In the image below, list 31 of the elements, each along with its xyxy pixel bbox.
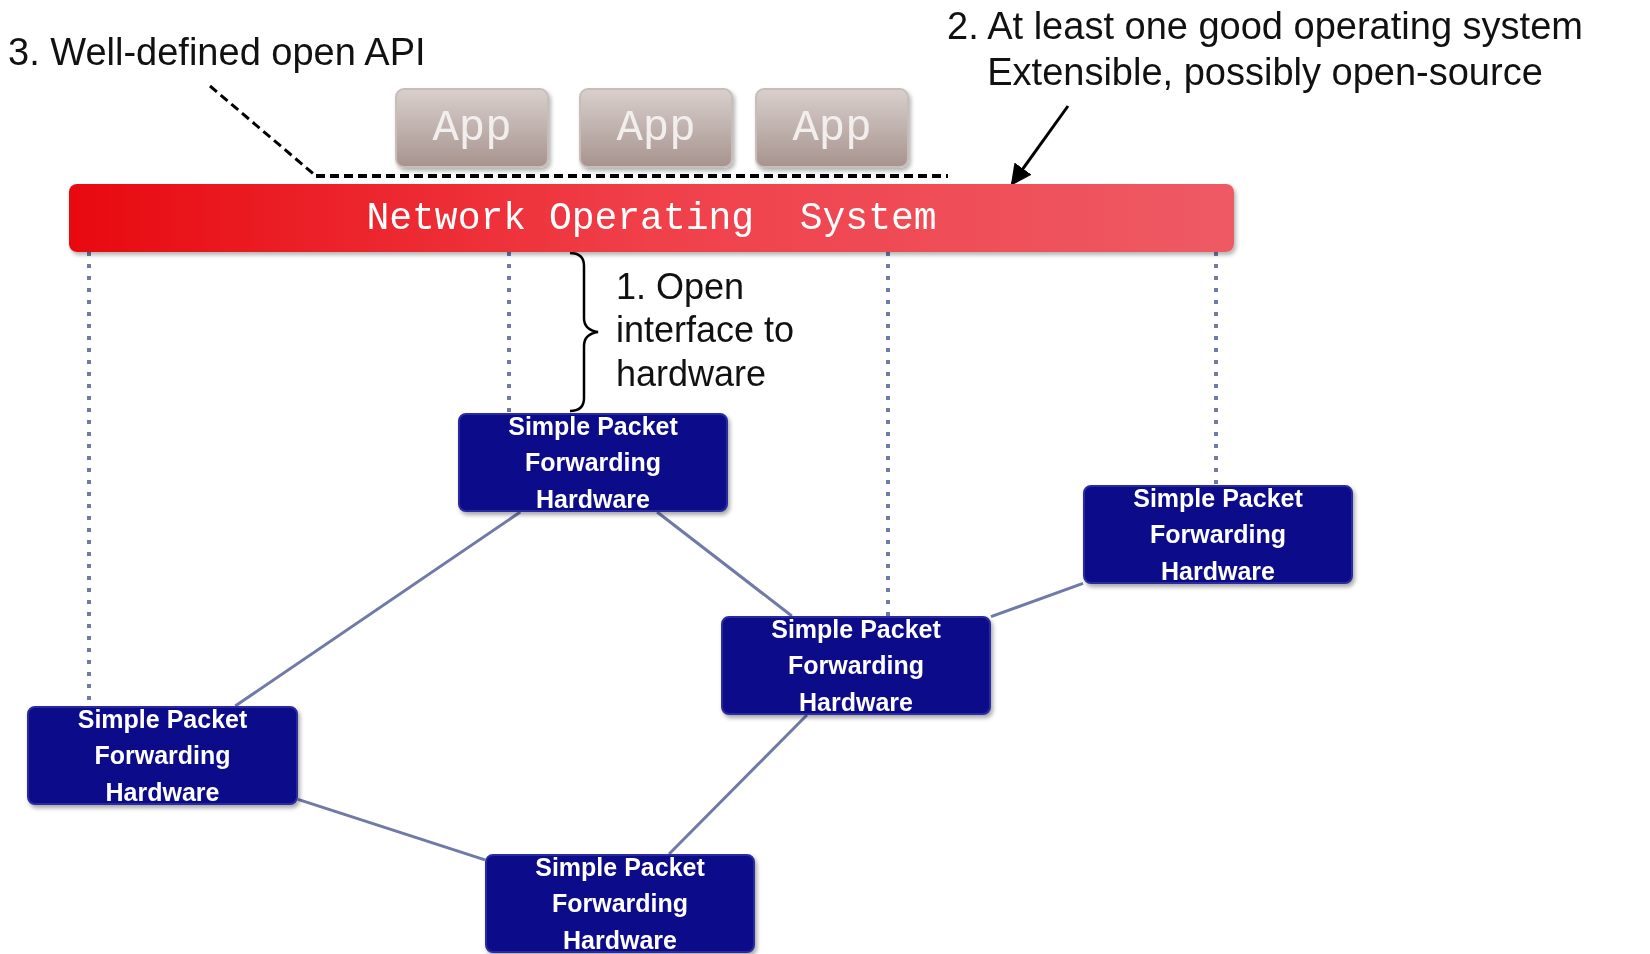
link-line <box>297 797 486 862</box>
operating-system-bar <box>69 184 1234 252</box>
box-label: App <box>432 103 512 153</box>
arrow <box>1010 105 1070 186</box>
os-note-detail: Extensible, possibly open-source <box>986 49 1544 95</box>
box-label: Simple Packet Forwarding Hardware <box>76 704 249 808</box>
box-label: Simple Packet Forwarding Hardware <box>534 852 706 954</box>
link-line <box>234 510 522 708</box>
link-line <box>668 713 808 856</box>
dotted-connector <box>507 252 511 413</box>
box-label: Simple Packet Forwarding Hardware <box>1132 483 1304 587</box>
hardware-box <box>27 706 298 805</box>
app-box <box>755 88 909 168</box>
api-note: 3. Well-defined open API <box>8 30 427 75</box>
hardware-box <box>458 413 728 512</box>
box-label: Simple Packet Forwarding Hardware <box>507 411 679 515</box>
hardware-box <box>485 854 755 953</box>
app-box <box>395 88 549 168</box>
box-label: App <box>616 103 696 153</box>
box-label: App <box>792 103 872 153</box>
os-note: 2. At least one good operating system <box>946 4 1584 49</box>
dotted-connector <box>886 252 890 616</box>
box-label: 1. Open interface to hardware <box>616 265 796 395</box>
box-label: Simple Packet Forwarding Hardware <box>770 614 942 718</box>
hardware-box <box>1083 485 1353 584</box>
box-label: Network Operating System <box>366 196 937 240</box>
app-box <box>579 88 733 168</box>
link-line <box>656 510 793 618</box>
hardware-box <box>721 616 991 715</box>
dotted-connector <box>1214 252 1218 485</box>
link-line <box>990 581 1084 619</box>
